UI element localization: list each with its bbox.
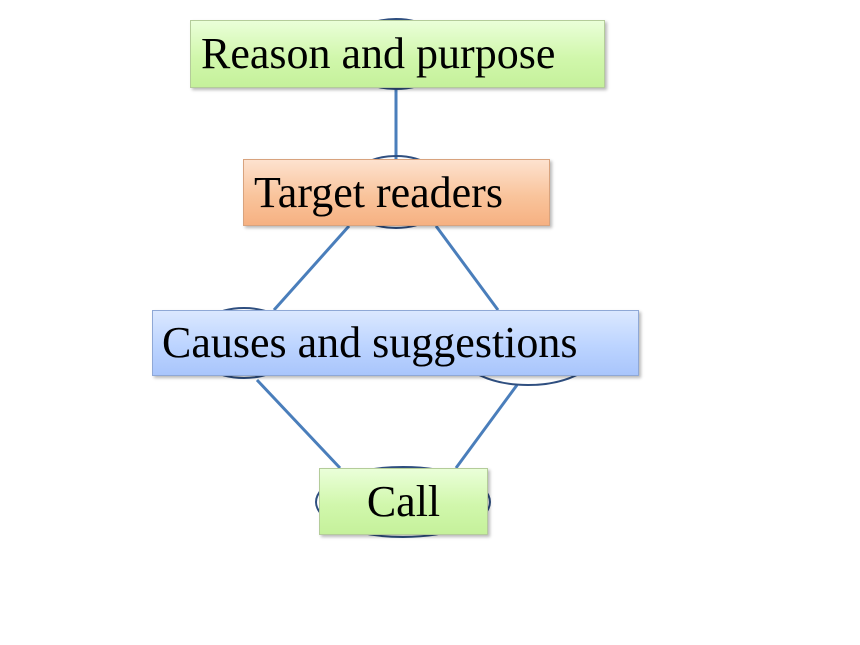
node-causes-and-suggestions: Causes and suggestions: [152, 310, 639, 376]
node-label: Reason and purpose: [201, 29, 556, 78]
node-target-readers: Target readers: [243, 159, 550, 226]
node-reason-and-purpose: Reason and purpose: [190, 20, 605, 88]
node-label: Causes and suggestions: [162, 318, 578, 367]
ellipse-outline-call: [315, 466, 491, 538]
connector-causes-to-call-right: [454, 384, 519, 469]
node-label: Target readers: [254, 167, 503, 217]
connector-target-to-causes-right: [434, 225, 500, 311]
connector-target-to-causes-left: [272, 225, 351, 311]
node-label: Call: [366, 476, 441, 526]
node-call: Call: [319, 468, 488, 535]
connector-causes-to-call-left: [255, 378, 342, 470]
